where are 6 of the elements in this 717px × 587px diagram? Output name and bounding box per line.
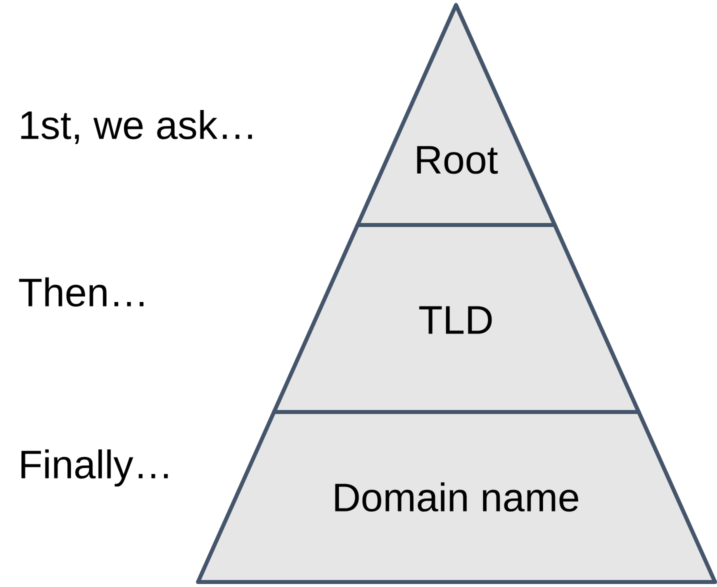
pyramid-band: Domain name [196, 410, 717, 584]
side-label: Finally… [21, 449, 168, 487]
pyramid-band: Root [356, 3, 557, 227]
pyramid-band: TLD [272, 223, 641, 414]
side-label: 1st, we ask… [21, 110, 252, 144]
side-label: Then… [19, 277, 144, 307]
